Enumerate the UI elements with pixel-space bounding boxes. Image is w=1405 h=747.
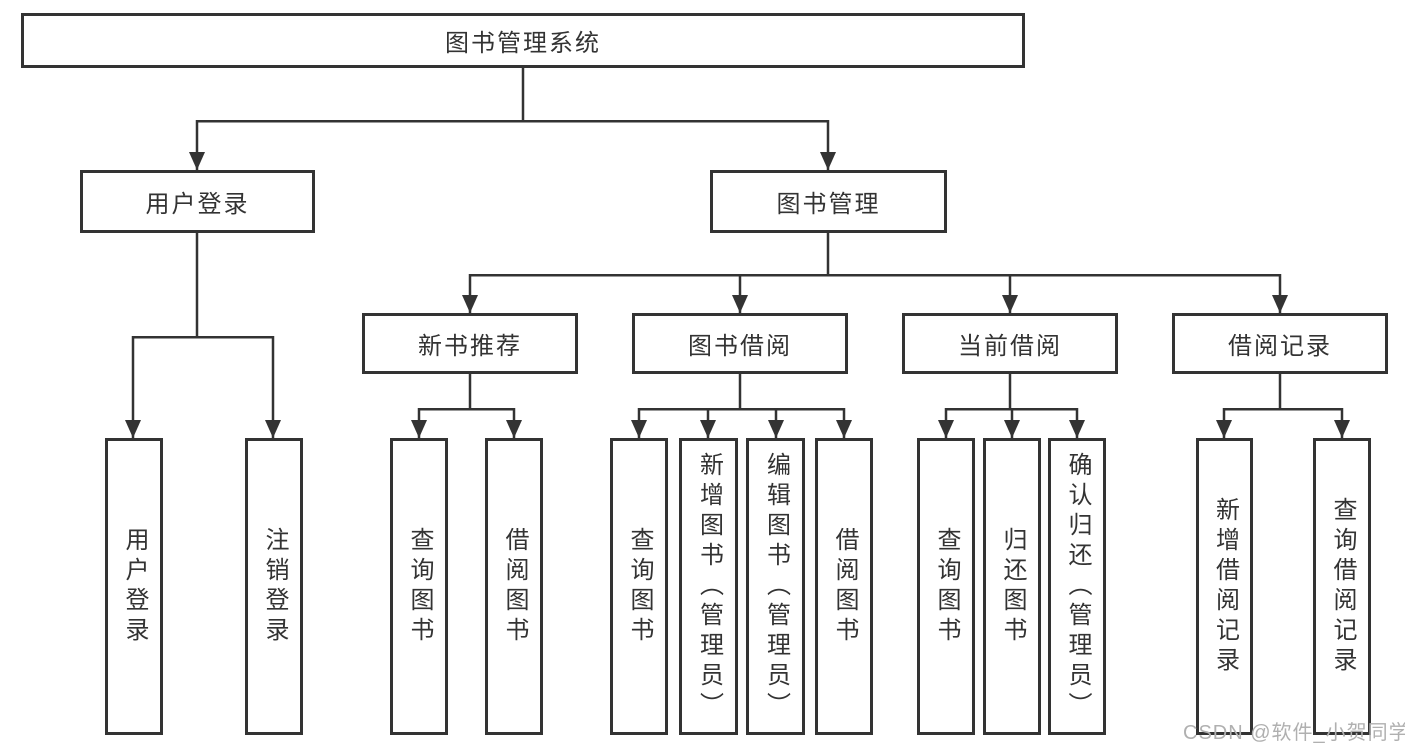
node-library-management-system: 图书管理系统 <box>21 13 1025 68</box>
leaf-add-book-admin: 新增图书（管理员） <box>679 438 738 735</box>
leaf-return-books: 归还图书 <box>983 438 1041 735</box>
leaf-query-books-borrow: 查询图书 <box>610 438 668 735</box>
node-user-login: 用户登录 <box>80 170 315 233</box>
node-book-borrow: 图书借阅 <box>632 313 848 374</box>
watermark: CSDN @软件_小贺同学 <box>1183 722 1405 744</box>
leaf-borrow-books: 借阅图书 <box>815 438 873 735</box>
leaf-query-books-recommend: 查询图书 <box>390 438 448 735</box>
leaf-query-books-current: 查询图书 <box>917 438 975 735</box>
node-borrow-records: 借阅记录 <box>1172 313 1388 374</box>
node-new-book-recommend: 新书推荐 <box>362 313 578 374</box>
node-book-management: 图书管理 <box>710 170 947 233</box>
leaf-query-borrow-record: 查询借阅记录 <box>1313 438 1371 735</box>
leaf-user-login: 用户登录 <box>105 438 163 735</box>
leaf-borrow-books-recommend: 借阅图书 <box>485 438 543 735</box>
leaf-add-borrow-record: 新增借阅记录 <box>1196 438 1253 735</box>
leaf-logout: 注销登录 <box>245 438 303 735</box>
leaf-confirm-return-admin: 确认归还（管理员） <box>1048 438 1106 735</box>
leaf-edit-book-admin: 编辑图书（管理员） <box>746 438 805 735</box>
node-current-borrow: 当前借阅 <box>902 313 1118 374</box>
